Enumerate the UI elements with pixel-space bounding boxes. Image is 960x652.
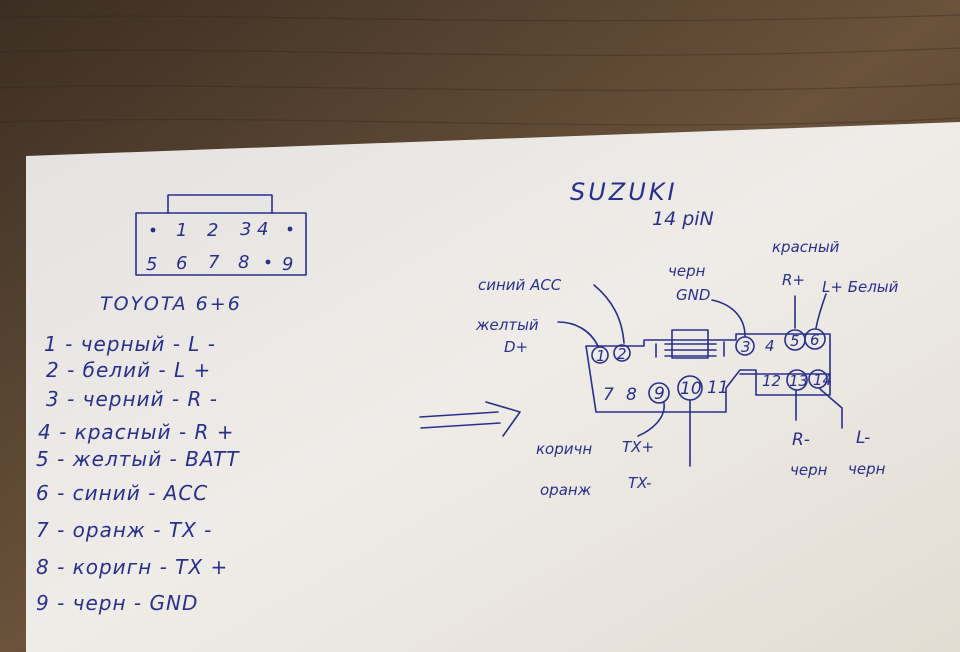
toyota-pin-5: 5 bbox=[146, 254, 157, 275]
toyota-pin-9: 9 bbox=[282, 254, 293, 275]
suzuki-pin-10: 10 bbox=[680, 379, 702, 399]
suzuki-title: SUZUKI bbox=[570, 178, 678, 206]
label-gnd: GND bbox=[676, 286, 710, 304]
leader-acc bbox=[593, 284, 625, 344]
label-dplus: D+ bbox=[504, 338, 528, 356]
suzuki-pin-14: 14 bbox=[813, 371, 832, 389]
toyota-pin-list: 1 - черный - L - 2 - белий - L + 3 - чер… bbox=[36, 332, 240, 615]
label-lplus: L+ Белый bbox=[822, 278, 899, 296]
toyota-pin-dot-bottom bbox=[265, 259, 271, 265]
toyota-pin-line-6: 6 - синий - ACC bbox=[36, 481, 208, 505]
pin-circle-2 bbox=[613, 344, 631, 362]
toyota-pin-line-2: 2 - белий - L + bbox=[46, 358, 211, 382]
label-yellow: желтый bbox=[475, 316, 539, 334]
suzuki-pin-3: 3 bbox=[741, 338, 751, 356]
toyota-pin-8: 8 bbox=[238, 252, 249, 273]
suzuki-pin-12: 12 bbox=[762, 372, 781, 390]
suzuki-pin-1: 1 bbox=[596, 347, 606, 365]
toyota-pin-line-5: 5 - желтый - BATT bbox=[36, 447, 240, 471]
toyota-pin-dot-left bbox=[150, 227, 156, 233]
suzuki-subtitle: 14 piN bbox=[652, 208, 714, 230]
pin-circle-1 bbox=[591, 346, 609, 364]
toyota-pin-7: 7 bbox=[208, 252, 220, 273]
suzuki-pin-8: 8 bbox=[626, 385, 637, 405]
label-rplus-color: красный bbox=[772, 238, 840, 256]
toyota-pin-line-4: 4 - красный - R + bbox=[38, 420, 235, 444]
toyota-pin-3: 3 bbox=[240, 219, 251, 240]
label-brown: коричн bbox=[536, 440, 592, 458]
pin-circle-14 bbox=[808, 369, 828, 389]
suzuki-latch-hatch bbox=[664, 343, 717, 357]
suzuki-labels: синий ACC черн GND красный R+ L+ Белый ж… bbox=[475, 238, 899, 499]
toyota-pin-6: 6 bbox=[176, 253, 187, 274]
label-lminus: L- bbox=[856, 428, 870, 448]
label-orange: оранж bbox=[540, 481, 592, 499]
label-rplus: R+ bbox=[782, 271, 805, 289]
pin-circle-3 bbox=[735, 336, 755, 356]
handwriting-ink bbox=[135, 194, 843, 467]
label-rminus: R- bbox=[792, 430, 810, 450]
pin-circle-6 bbox=[804, 328, 826, 350]
toyota-pin-2: 2 bbox=[207, 220, 218, 241]
suzuki-pin-9: 9 bbox=[654, 384, 665, 404]
suzuki-pin-11: 11 bbox=[707, 378, 729, 398]
toyota-pin-dot-right bbox=[287, 226, 293, 232]
toyota-pin-line-1: 1 - черный - L - bbox=[44, 332, 216, 356]
toyota-title: TOYOTA 6+6 bbox=[100, 293, 242, 315]
leader-brown bbox=[637, 402, 665, 437]
pin-circle-9 bbox=[648, 382, 670, 404]
toyota-pin-line-8: 8 - коригн - TX + bbox=[36, 555, 228, 579]
wood-grain bbox=[0, 14, 960, 126]
leader-gnd bbox=[711, 299, 746, 337]
suzuki-connector-outline bbox=[585, 333, 831, 413]
label-lminus-color: черн bbox=[848, 460, 886, 478]
suzuki-pin-6: 6 bbox=[810, 331, 820, 349]
suzuki-pin-numbers: 1 2 3 4 5 6 7 8 9 10 11 12 13 14 bbox=[596, 331, 832, 405]
label-txplus: TX+ bbox=[622, 438, 654, 456]
toyota-connector-latch bbox=[167, 194, 273, 214]
leader-lminus bbox=[819, 388, 843, 429]
toyota-pin-line-7: 7 - оранж - TX - bbox=[36, 518, 212, 542]
suzuki-pin-2: 2 bbox=[617, 345, 627, 363]
suzuki-pin-5: 5 bbox=[790, 332, 800, 350]
suzuki-pin-13: 13 bbox=[789, 372, 808, 390]
paper-sheet bbox=[26, 122, 960, 652]
toyota-pin-line-9: 9 - черн - GND bbox=[36, 591, 198, 615]
pin-circle-13 bbox=[786, 369, 808, 391]
toyota-pin-numbers: 1 2 3 4 5 6 7 8 9 bbox=[146, 219, 293, 275]
label-rminus-color: черн bbox=[790, 461, 828, 479]
suzuki-pin-4: 4 bbox=[765, 337, 775, 355]
suzuki-pin-7: 7 bbox=[603, 385, 614, 405]
leader-yellow bbox=[557, 321, 599, 347]
leader-lplus bbox=[815, 293, 827, 329]
label-txminus: TX- bbox=[628, 474, 651, 492]
toyota-connector-outline bbox=[135, 212, 307, 276]
label-gnd-color: черн bbox=[668, 262, 706, 280]
toyota-pin-4: 4 bbox=[257, 219, 268, 240]
label-acc: синий ACC bbox=[478, 276, 562, 294]
arrow-line-1 bbox=[419, 411, 499, 418]
toyota-pin-1: 1 bbox=[176, 220, 187, 241]
arrow-line-2 bbox=[420, 422, 501, 429]
arrow-head bbox=[485, 401, 521, 437]
toyota-pin-line-3: 3 - черний - R - bbox=[46, 387, 218, 411]
